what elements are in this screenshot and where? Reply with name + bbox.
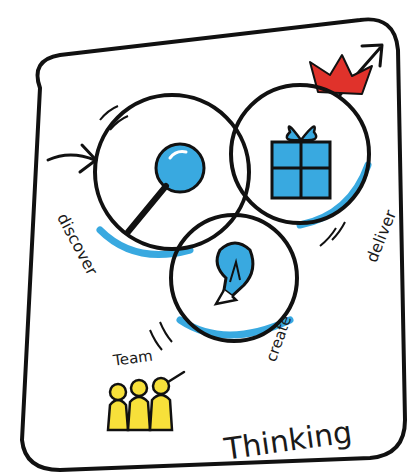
stage-circle: discover <box>92 92 252 252</box>
motion-marks <box>320 222 345 246</box>
frame <box>22 19 405 470</box>
stage-label: discover <box>53 210 101 278</box>
motion-marks <box>150 322 172 350</box>
lightbulb <box>217 243 253 296</box>
team-people <box>108 372 184 430</box>
circle-outline <box>228 82 372 226</box>
gift <box>272 142 330 198</box>
entry-arrow <box>48 155 95 160</box>
stage-circle: deliver <box>228 82 372 226</box>
stage-label: create <box>262 313 295 364</box>
magnifier-handle <box>128 186 166 232</box>
arrow-head <box>362 45 382 66</box>
stage-circle: create <box>168 212 300 344</box>
bulb-base <box>216 290 236 304</box>
glare <box>170 152 186 158</box>
gift-ribbon <box>272 142 330 198</box>
filament <box>230 262 240 282</box>
gift-bow <box>287 127 316 141</box>
stage-label: deliver <box>362 207 400 265</box>
handwritten-label: Team <box>112 346 154 369</box>
circle-outline <box>92 92 252 252</box>
